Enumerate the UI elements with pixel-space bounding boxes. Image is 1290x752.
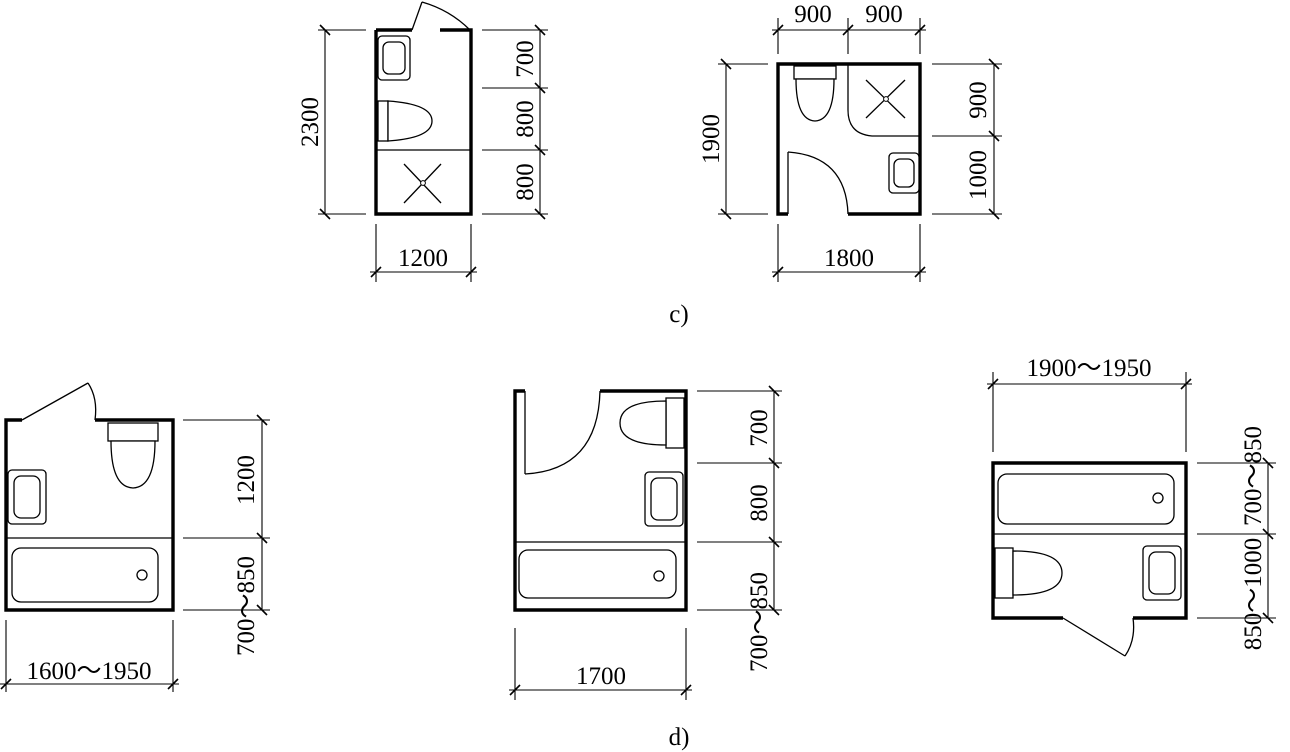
dimension-height: 2300 (297, 24, 366, 220)
dimension-width: 1700 (509, 628, 692, 700)
dimension-top: 900 900 (772, 1, 926, 54)
door-icon (787, 151, 849, 215)
caption-d: d) (669, 724, 690, 751)
plan-d2: 700 800 700～850 1700 (509, 385, 782, 700)
dimension-right: 700 800 700～850 (697, 385, 782, 672)
dimension-width: 1200 (370, 224, 477, 282)
floor-drain-icon (403, 163, 442, 204)
dim-label-seg2: 800 (746, 484, 773, 522)
bidet-icon (888, 152, 920, 194)
plan-c1-walls (374, 28, 473, 216)
dim-label-width: 1200 (398, 245, 448, 272)
door-icon (1062, 617, 1135, 657)
floor-drain-icon (865, 79, 906, 119)
bidet-icon (7, 469, 47, 525)
dimension-top: 1900～1950 (987, 355, 1192, 452)
dimension-right: 700～850 850～1000 (1197, 426, 1276, 650)
door-icon (411, 1, 471, 31)
plan-d1: 1200 700～850 1600～1950 (0, 382, 270, 692)
toilet-icon (793, 65, 837, 122)
door-icon (524, 390, 601, 475)
dim-label-height: 2300 (297, 97, 324, 147)
dim-label-width: 1800 (824, 245, 874, 272)
dimension-width: 1800 (772, 224, 926, 282)
dim-label-seg2: 800 (512, 100, 539, 138)
plan-c2-walls (776, 62, 922, 216)
dim-label-width: 1700 (576, 663, 626, 690)
dim-label-seg1: 700 (512, 40, 539, 78)
bathtub-icon (518, 549, 677, 599)
dimension-segments: 700 800 800 (482, 24, 548, 220)
plan-c1: 2300 700 800 800 1200 (297, 1, 548, 282)
bidet-icon (644, 471, 684, 527)
dim-label-lower: 700～850 (233, 556, 260, 656)
dim-label-right-top: 900 (965, 81, 992, 119)
dim-label-seg3: 700～850 (746, 572, 773, 672)
dimension-width: 1600～1950 (0, 620, 179, 692)
dim-label-seg1: 700 (746, 409, 773, 447)
caption-c: c) (669, 301, 688, 328)
dimension-height: 1900 (698, 58, 768, 220)
plan-c2: 900 900 1900 900 1000 (698, 1, 1002, 282)
dim-label-height: 1900 (698, 114, 725, 164)
toilet-icon (619, 397, 685, 449)
plan-d3-walls (991, 461, 1188, 620)
dim-label-upper: 1200 (233, 455, 260, 505)
dim-label-width: 1600～1950 (26, 658, 151, 685)
plan-d3: 1900～1950 700～850 850～1000 (987, 355, 1276, 657)
bidet-icon (1142, 545, 1182, 601)
dim-label-top-right: 900 (865, 1, 903, 28)
dim-label-right-bottom: 1000 (965, 150, 992, 200)
toilet-icon (107, 422, 159, 489)
dim-label-seg3: 800 (512, 163, 539, 201)
plan-d1-walls (4, 418, 175, 612)
bathtub-icon (11, 547, 159, 603)
toilet-icon (377, 100, 433, 142)
dimension-right: 900 1000 (932, 58, 1002, 220)
door-icon (21, 382, 97, 421)
dim-label-width: 1900～1950 (1026, 355, 1151, 382)
toilet-icon (994, 547, 1063, 599)
dim-label-top-left: 900 (794, 1, 832, 28)
plan-d2-walls (513, 389, 688, 612)
bidet-icon (377, 35, 411, 81)
bathtub-icon (997, 473, 1175, 525)
dimension-right: 1200 700～850 (183, 414, 270, 656)
dim-label-lower: 850～1000 (1240, 538, 1267, 651)
dim-label-upper: 700～850 (1240, 426, 1267, 526)
shower-enclosure (847, 64, 920, 137)
